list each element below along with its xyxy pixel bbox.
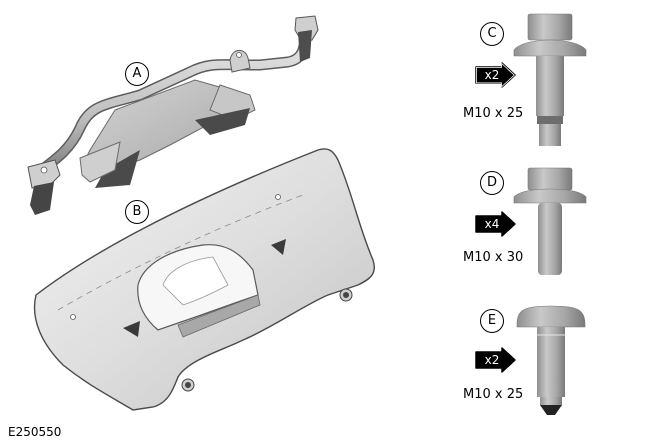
crossmember-bracket-illustration [27, 15, 319, 215]
quantity-badge-c: x2 [474, 62, 518, 88]
arrow-right-icon [475, 211, 516, 237]
callout-a: A [125, 62, 149, 86]
quantity-badge-d: x4 [474, 211, 518, 237]
spec-label-d: M10 x 30 [463, 250, 524, 265]
spec-label-c: M10 x 25 [463, 106, 524, 121]
callout-b: B [125, 200, 149, 224]
flange-bolt-c-illustration [513, 13, 587, 146]
flange-bolt-d-illustration [513, 167, 587, 275]
spec-label-e: M10 x 25 [463, 387, 524, 402]
figure-reference-id: E250550 [8, 425, 62, 439]
quantity-label-d: x4 [484, 217, 500, 231]
callout-c: C [480, 22, 504, 46]
callout-d: D [480, 171, 504, 195]
quantity-label-c: x2 [484, 68, 500, 82]
arrow-right-icon [475, 347, 516, 373]
callout-e: E [480, 309, 504, 333]
arrow-right-icon [475, 62, 516, 88]
underbody-shield-illustration [33, 148, 375, 411]
quantity-label-e: x2 [484, 353, 500, 367]
quantity-badge-e: x2 [474, 347, 518, 373]
push-pin-e-illustration [516, 305, 586, 415]
